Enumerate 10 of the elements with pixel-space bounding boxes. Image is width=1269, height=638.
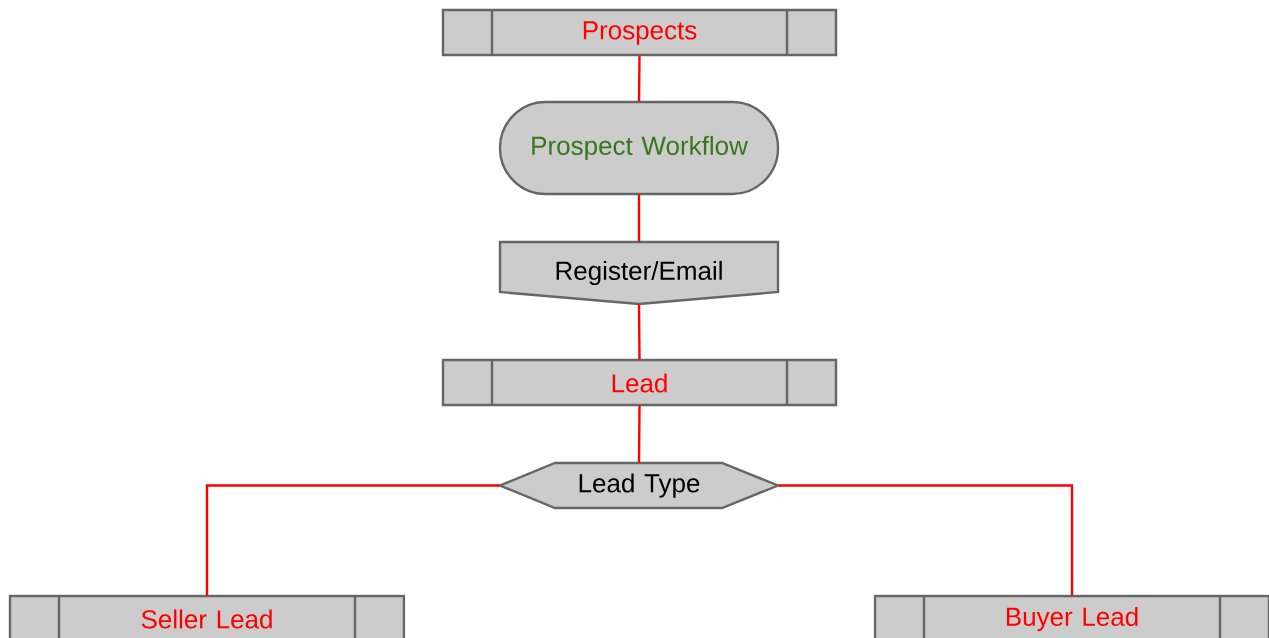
predefined-process-box: Seller Lead xyxy=(8,594,406,638)
connector-line xyxy=(637,55,641,102)
connector-line xyxy=(637,304,641,360)
connector-line xyxy=(637,405,641,463)
predefined-process-box: Buyer Lead xyxy=(873,594,1269,638)
predefined-process-box: Prospects xyxy=(441,8,838,57)
predefined-process-box: Lead xyxy=(441,358,838,407)
connector-line xyxy=(778,484,1074,596)
connector-line xyxy=(637,194,641,242)
connector-line xyxy=(205,484,500,596)
